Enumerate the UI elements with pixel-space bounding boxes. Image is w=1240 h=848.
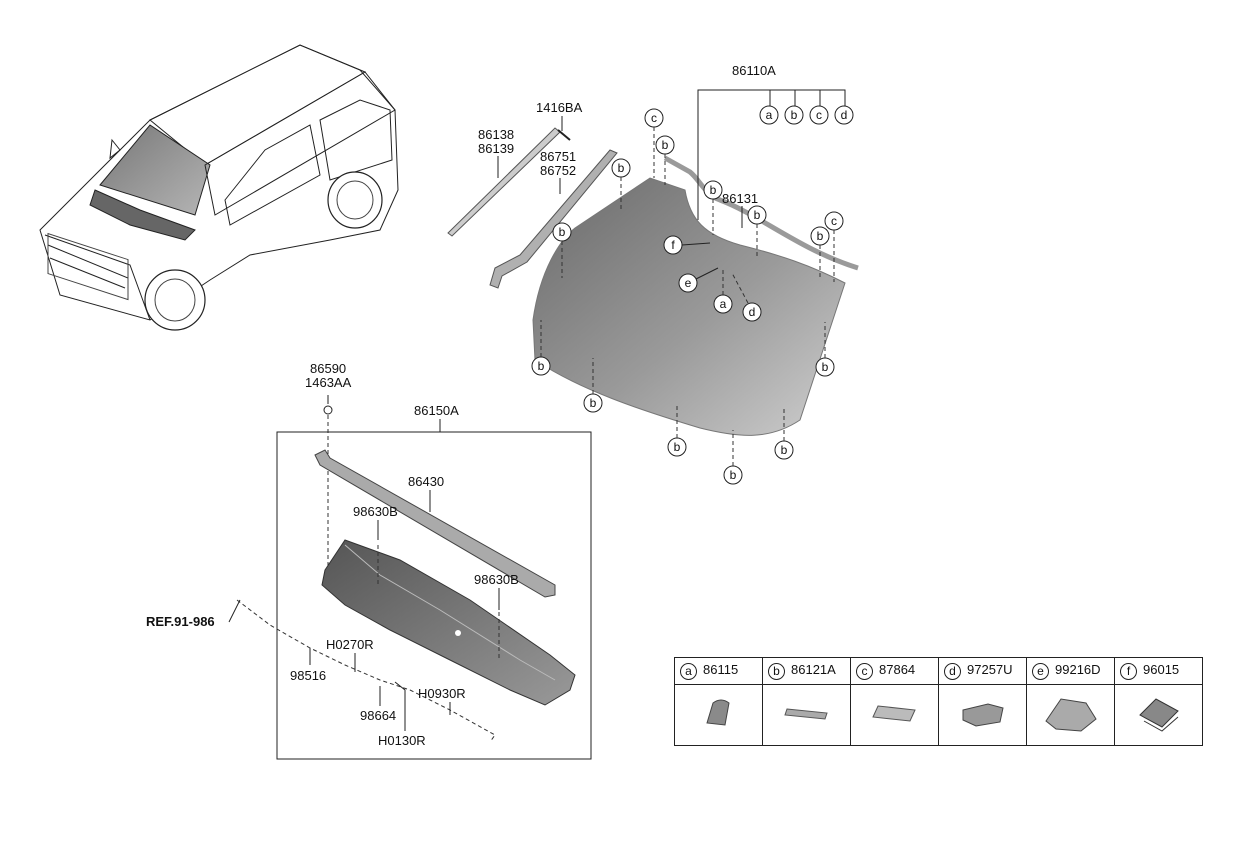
svg-text:b: b — [662, 138, 669, 152]
cowl-assembly-box — [276, 431, 592, 760]
callout-b-8: b — [583, 393, 603, 413]
label-h0130r: H0130R — [378, 733, 426, 748]
svg-text:b: b — [754, 208, 761, 222]
svg-text:c: c — [816, 108, 822, 122]
callout-b-11: b — [774, 440, 794, 460]
label-1416ba: 1416BA — [536, 100, 583, 115]
callout-b-1: b — [655, 135, 675, 155]
svg-text:c: c — [651, 111, 657, 125]
callout-b-7: b — [531, 356, 551, 376]
windshield-glass — [532, 155, 859, 436]
label-86430: 86430 — [408, 474, 444, 489]
svg-text:b: b — [590, 396, 597, 410]
cowl-top-cover — [321, 539, 576, 706]
svg-text:c: c — [831, 214, 837, 228]
svg-text:b: b — [822, 360, 829, 374]
label-86139: 86139 — [478, 141, 514, 156]
svg-text:d: d — [749, 305, 756, 319]
label-86110a: 86110A — [732, 63, 776, 78]
callout-b-top: b — [784, 105, 804, 125]
svg-text:a: a — [720, 297, 727, 311]
label-86150a: 86150A — [414, 403, 459, 418]
label-1463aa: 1463AA — [305, 375, 352, 390]
callout-b-2: b — [611, 158, 631, 178]
callout-c-top: c — [809, 105, 829, 125]
svg-text:a: a — [766, 108, 773, 122]
windshield-highlight — [99, 124, 211, 216]
svg-text:b: b — [791, 108, 798, 122]
label-ref-91-986: REF.91-986 — [146, 614, 215, 629]
label-98630b-2: 98630B — [474, 572, 519, 587]
label-h0270r: H0270R — [326, 637, 374, 652]
svg-text:f: f — [671, 238, 675, 252]
legend-part-e-icon — [1026, 684, 1115, 746]
callout-e: e — [678, 273, 698, 293]
washer-hose — [236, 599, 496, 743]
svg-text:b: b — [618, 161, 625, 175]
svg-text:b: b — [710, 183, 717, 197]
svg-text:b: b — [817, 229, 824, 243]
callout-b-9: b — [667, 437, 687, 457]
svg-text:d: d — [841, 108, 848, 122]
svg-text:b: b — [781, 443, 788, 457]
callout-b-3: b — [703, 180, 723, 200]
callout-b-12: b — [815, 357, 835, 377]
legend-part-d-icon — [938, 684, 1027, 746]
callout-b-5: b — [810, 226, 830, 246]
label-86752: 86752 — [540, 163, 576, 178]
callout-c-2: c — [824, 211, 844, 231]
legend-part-a-icon — [674, 684, 763, 746]
callout-b-10: b — [723, 465, 743, 485]
legend-part-c-icon — [850, 684, 939, 746]
label-86590: 86590 — [310, 361, 346, 376]
screw-icon — [323, 395, 333, 415]
legend-part-b-icon — [762, 684, 851, 746]
callout-b-4: b — [747, 205, 767, 225]
label-86751: 86751 — [540, 149, 576, 164]
svg-text:b: b — [559, 225, 566, 239]
label-98664: 98664 — [360, 708, 396, 723]
svg-text:b: b — [674, 440, 681, 454]
side-moldings — [447, 127, 618, 289]
callout-a-top: a — [759, 105, 779, 125]
callout-c-1: c — [644, 108, 664, 128]
callout-a: a — [713, 294, 733, 314]
svg-text:e: e — [685, 276, 692, 290]
svg-text:b: b — [730, 468, 737, 482]
vehicle-illustration — [39, 44, 399, 331]
callout-f: f — [663, 235, 683, 255]
label-98630b-1: 98630B — [353, 504, 398, 519]
callout-d: d — [742, 302, 762, 322]
callout-d-top: d — [834, 105, 854, 125]
label-86131: 86131 — [722, 191, 758, 206]
svg-text:b: b — [538, 359, 545, 373]
label-86138: 86138 — [478, 127, 514, 142]
legend-part-f-icon — [1114, 684, 1203, 746]
label-98516: 98516 — [290, 668, 326, 683]
callout-b-6: b — [552, 222, 572, 242]
cowl-weatherstrip — [314, 449, 556, 598]
label-h0930r: H0930R — [418, 686, 466, 701]
